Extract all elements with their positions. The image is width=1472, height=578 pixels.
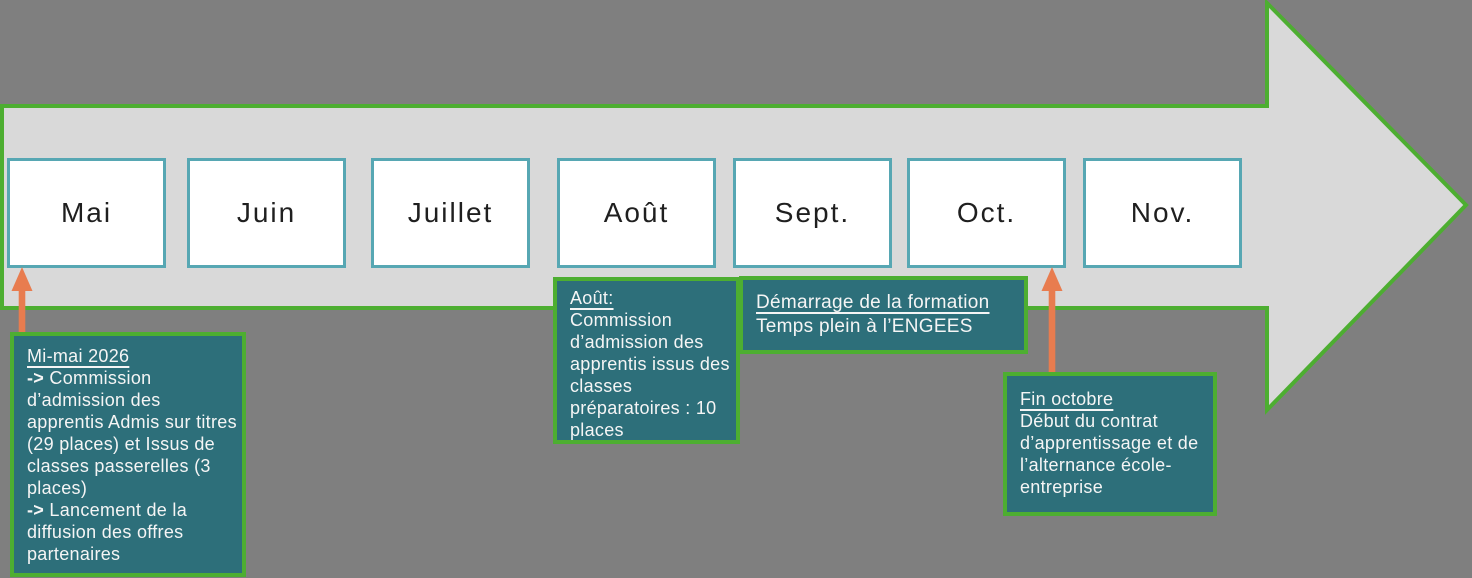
- month-box-mai: Mai: [7, 158, 166, 268]
- month-label-juillet: Juillet: [407, 197, 494, 228]
- month-label-nov: Nov.: [1130, 197, 1195, 228]
- up-arrow-shape: [11, 267, 33, 332]
- month-box-sept: Sept.: [733, 158, 892, 268]
- note-fin-octobre-body: Début du contrat d’apprentissage et de l…: [1020, 411, 1199, 497]
- note-mi-mai: Mi-mai 2026 -> Commission d’admission de…: [10, 332, 246, 577]
- note-mi-mai-item-2-text: Lancement de la diffusion des offres par…: [27, 500, 188, 564]
- note-mi-mai-item-2: -> Lancement de la diffusion des offres …: [27, 499, 237, 565]
- month-label-mai: Mai: [60, 197, 113, 228]
- note-demarrage-title: Démarrage de la formation: [756, 292, 990, 313]
- up-arrow-shape: [1041, 267, 1063, 373]
- month-label-juin: Juin: [236, 197, 297, 228]
- arrow-bullet-icon: ->: [27, 500, 45, 520]
- month-box-juin: Juin: [187, 158, 346, 268]
- month-label-aout: Août: [603, 197, 670, 228]
- month-box-oct: Oct.: [907, 158, 1066, 268]
- arrow-bullet-icon: ->: [27, 368, 45, 388]
- note-fin-octobre-title: Fin octobre: [1020, 389, 1114, 409]
- month-box-aout: Août: [557, 158, 716, 268]
- note-demarrage-body: Temps plein à l’ENGEES: [756, 316, 973, 337]
- month-label-oct: Oct.: [956, 197, 1017, 228]
- note-aout-title: Août:: [570, 288, 614, 308]
- note-mi-mai-title: Mi-mai 2026: [27, 346, 130, 366]
- up-arrow-icon-mai: [11, 267, 33, 332]
- note-mi-mai-item-1: -> Commission d’admission des apprentis …: [27, 367, 237, 499]
- month-box-nov: Nov.: [1083, 158, 1242, 268]
- month-label-sept: Sept.: [774, 197, 851, 228]
- up-arrow-icon-oct: [1041, 267, 1063, 373]
- note-mi-mai-item-1-text: Commission d’admission des apprentis Adm…: [27, 368, 237, 498]
- note-aout-body: Commission d’admission des apprentis iss…: [570, 310, 730, 440]
- note-fin-octobre: Fin octobre Début du contrat d’apprentis…: [1003, 372, 1217, 516]
- note-aout: Août: Commission d’admission des apprent…: [553, 277, 740, 444]
- note-demarrage: Démarrage de la formation Temps plein à …: [739, 276, 1028, 354]
- month-box-juillet: Juillet: [371, 158, 530, 268]
